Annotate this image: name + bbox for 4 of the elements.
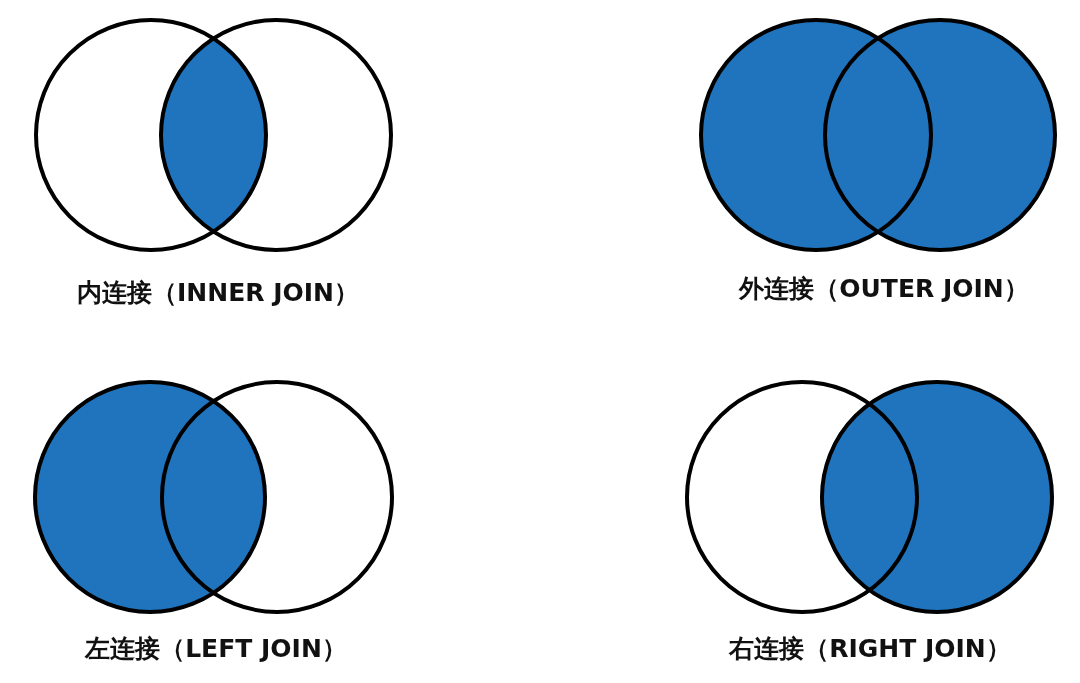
venn-caption: 内连接（INNER JOIN） bbox=[77, 277, 359, 309]
venn-caption: 左连接（LEFT JOIN） bbox=[85, 633, 347, 665]
venn-caption: 右连接（RIGHT JOIN） bbox=[729, 633, 1011, 665]
venn-caption: 外连接（OUTER JOIN） bbox=[739, 273, 1029, 305]
